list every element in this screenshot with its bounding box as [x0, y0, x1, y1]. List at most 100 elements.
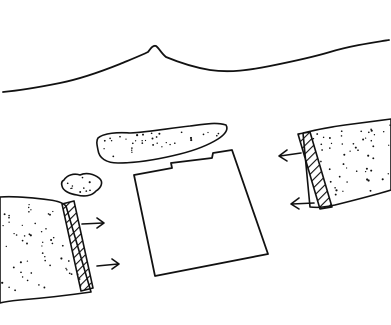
stipple-dot — [49, 264, 51, 267]
stipple-dot — [20, 271, 22, 274]
stipple-dot — [8, 286, 10, 289]
stipple-dot — [370, 139, 373, 142]
stipple-dot — [68, 272, 71, 275]
stipple-dot — [8, 214, 10, 217]
stipple-dot — [61, 244, 64, 247]
stipple-dot — [372, 157, 375, 160]
stipple-dot — [8, 216, 10, 219]
stipple-dot — [50, 238, 53, 242]
stipple-dot — [27, 206, 30, 209]
stipple-dot — [141, 142, 144, 144]
stipple-dot — [174, 142, 176, 144]
stipple-dot — [5, 245, 7, 248]
stipple-dot — [41, 245, 43, 247]
arrow-right-upper — [81, 217, 105, 229]
stipple-dot — [44, 259, 46, 262]
stipple-dot — [13, 232, 15, 235]
stipple-dot — [112, 155, 115, 158]
stipple-dot — [364, 137, 367, 139]
small-speckled-sediment-blob — [60, 172, 103, 197]
stipple-dot — [26, 260, 29, 262]
stipple-dot — [155, 136, 158, 138]
stipple-dot — [131, 142, 134, 145]
stipple-dot — [70, 273, 73, 275]
stipple-dot — [67, 260, 70, 262]
stipple-dot — [30, 272, 33, 274]
stipple-dot — [369, 189, 372, 192]
stipple-dot — [79, 191, 82, 193]
stipple-dot — [30, 209, 32, 211]
central-block — [133, 149, 269, 277]
stipple-dot — [136, 134, 139, 137]
stipple-dot — [387, 173, 390, 175]
stipple-dot — [8, 221, 10, 223]
stipple-dot — [14, 289, 17, 292]
stipple-dot — [362, 138, 365, 141]
stipple-dot — [103, 139, 106, 142]
right-hatched-wall — [297, 131, 333, 210]
stipple-dot — [131, 151, 133, 153]
stipple-dot — [320, 143, 323, 146]
stipple-dot — [329, 180, 332, 183]
left-hatched-wall — [61, 200, 94, 292]
stipple-dot — [109, 137, 111, 140]
stipple-dot — [26, 242, 28, 245]
stipple-dot — [373, 134, 376, 136]
stipple-dot — [161, 146, 163, 148]
stipple-dot — [158, 132, 161, 135]
stipple-dot — [180, 131, 183, 134]
stipple-dot — [189, 136, 193, 140]
shoreline-edge — [2, 39, 390, 93]
stipple-dot — [41, 241, 44, 244]
stipple-dot — [28, 210, 30, 213]
stipple-dot — [40, 230, 43, 233]
stipple-dot — [3, 213, 6, 216]
stipple-dot — [312, 137, 315, 140]
stipple-dot — [28, 233, 31, 236]
stipple-dot — [71, 185, 74, 187]
stipple-dot — [131, 149, 133, 151]
stipple-dot — [103, 148, 105, 150]
stipple-dot — [152, 143, 155, 146]
stipple-dot — [370, 129, 373, 132]
arrow-left-lower — [290, 197, 315, 210]
stipple-dot — [88, 181, 91, 184]
stipple-dot — [71, 187, 73, 189]
stipple-dot — [349, 150, 351, 152]
stipple-dot — [329, 147, 331, 149]
stipple-dot — [44, 255, 46, 258]
stipple-dot — [322, 136, 325, 139]
stipple-dot — [367, 131, 370, 134]
stipple-dot — [343, 153, 346, 156]
stipple-dot — [65, 267, 67, 270]
speckled-sediment-patch-top — [96, 122, 228, 164]
stipple-dot — [389, 124, 391, 126]
stipple-dot — [215, 134, 218, 137]
stipple-dot — [367, 154, 370, 157]
stipple-dot — [334, 187, 336, 189]
stipple-dot — [1, 281, 4, 284]
stipple-dot — [352, 142, 355, 145]
stipple-dot — [142, 133, 144, 136]
stipple-dot — [365, 167, 368, 170]
stipple-dot — [334, 193, 337, 196]
stipple-dot — [45, 228, 47, 230]
stipple-dot — [66, 182, 69, 185]
stipple-dot — [202, 133, 205, 136]
stipple-dot — [28, 203, 30, 206]
stipple-dot — [34, 222, 36, 225]
stipple-dot — [355, 170, 358, 172]
stipple-dot — [316, 133, 319, 135]
stipple-dot — [340, 135, 343, 137]
stipple-dot — [2, 224, 4, 227]
stipple-dot — [119, 135, 121, 138]
stipple-dot — [357, 149, 359, 152]
stipple-dot — [43, 286, 46, 289]
stipple-dot — [26, 279, 29, 282]
stipple-dot — [330, 142, 333, 145]
stipple-dot — [52, 236, 55, 239]
stipple-dot — [21, 224, 23, 227]
stipple-dot — [141, 139, 143, 142]
